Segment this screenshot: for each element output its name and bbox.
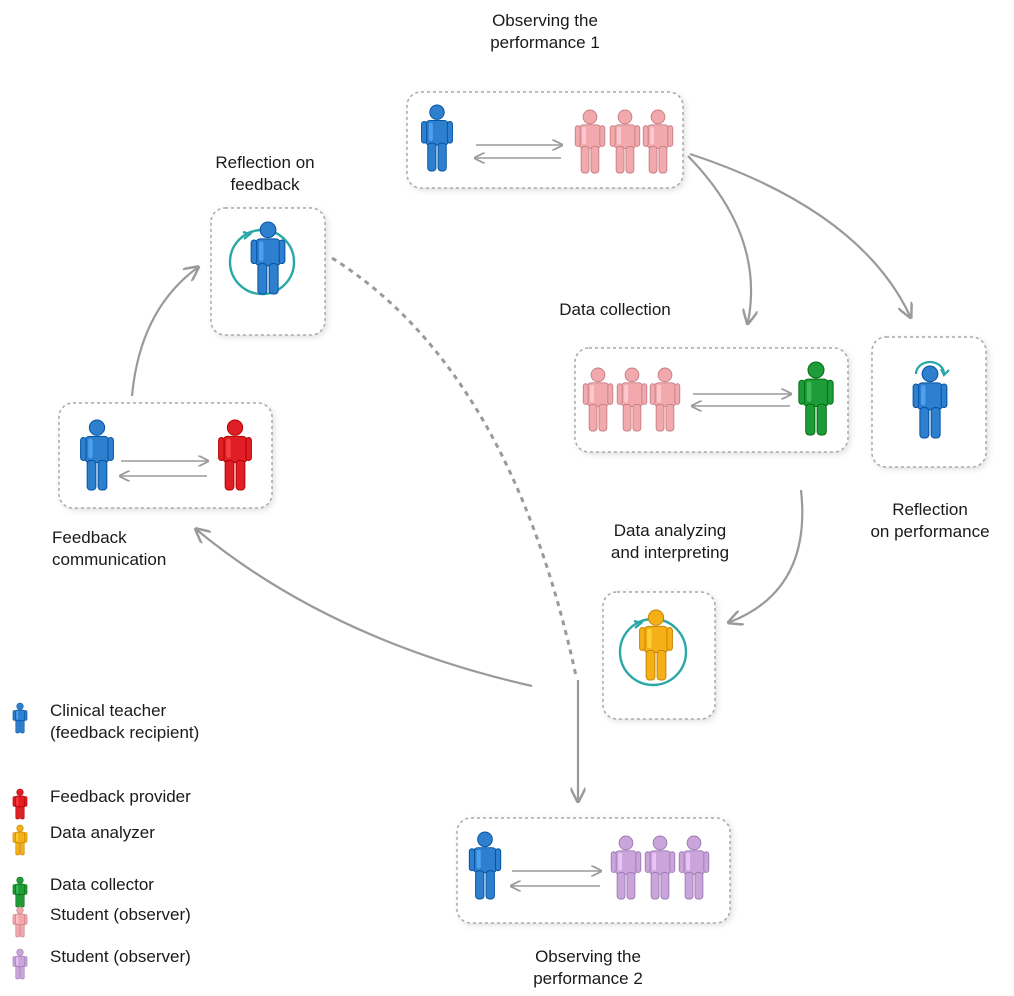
reflection-cycle-arrowhead-analyzing [633, 619, 644, 629]
stage-label-reflection-feedback: Reflection on feedback [215, 153, 315, 194]
reflection-cycle-ring-performance [914, 360, 946, 375]
clinical-teacher-icon [912, 365, 948, 439]
exchange-arrows-feedback-communication [121, 461, 207, 476]
box-observing-1 [406, 91, 684, 189]
person-icon [12, 906, 28, 938]
legend-label: Feedback provider [50, 787, 191, 806]
legend-person-icon [12, 876, 28, 908]
legend-person-icon [12, 906, 28, 938]
legend-item-clinical-teacher: Clinical teacher (feedback recipient) [10, 700, 270, 742]
student-observer-icon [642, 109, 674, 174]
legend-label: Student (observer) [50, 947, 191, 966]
stage-label-observing-1: Observing the performance 1 [490, 11, 600, 52]
reflection-cycle-arrowhead-feedback [242, 230, 253, 240]
student-observer-icon [649, 367, 681, 432]
legend-item-student-observer-2: Student (observer) [10, 946, 270, 980]
student-observer-icon [609, 109, 641, 174]
stage-label-data-collection: Data collection [559, 300, 671, 319]
clinical-teacher-icon [80, 419, 114, 491]
exchange-arrows-data-collection [693, 394, 790, 406]
feedback-provider-icon [218, 419, 252, 491]
flow-arrow-to-feedback-communication [197, 530, 533, 688]
clinical-teacher-icon [250, 221, 286, 295]
legend-person-icon [12, 948, 28, 980]
data-collector-icon [798, 361, 834, 436]
legend-label: Clinical teacher (feedback recipient) [50, 701, 200, 742]
stage-label-observing-2: Observing the performance 2 [533, 947, 643, 988]
legend-label: Data collector [50, 875, 154, 894]
legend-item-data-collector: Data collector [10, 874, 270, 908]
clinical-teacher-icon [421, 104, 453, 172]
box-data-collection [574, 347, 849, 453]
student-observer-icon [678, 835, 710, 900]
flow-arrow-observing1-to-data-collection [687, 155, 751, 322]
student-observer-icon [644, 835, 676, 900]
stage-label-feedback-communication: Feedback communication [52, 528, 167, 569]
reflection-cycle-arrowhead-performance [940, 368, 950, 377]
stage-label-data-analyzing: Data analyzing and interpreting [610, 521, 730, 562]
exchange-arrows-observing-1 [476, 145, 561, 158]
legend-person-icon [12, 824, 28, 856]
box-feedback-communication [58, 402, 273, 509]
exchange-arrows-observing-2 [512, 871, 600, 886]
student-observer-icon [582, 367, 614, 432]
person-icon [12, 876, 28, 908]
figures-layer [80, 104, 948, 900]
clinical-teacher-icon [468, 831, 502, 900]
legend-label: Data analyzer [50, 823, 155, 842]
legend-item-data-analyzer: Data analyzer [10, 822, 270, 856]
legend-person-icon [12, 788, 28, 820]
student-observer-icon [616, 367, 648, 432]
flow-arrow-data-collection-to-data-analyzing [730, 489, 804, 622]
legend-item-feedback-provider: Feedback provider [10, 786, 270, 820]
legend-person-icon [12, 702, 28, 734]
person-icon [12, 948, 28, 980]
person-icon [12, 788, 28, 820]
dashed-link-reflection-to-observing-2 [331, 256, 578, 677]
stage-label-reflection-performance: Reflection on performance [870, 500, 990, 541]
student-observer-icon [574, 109, 606, 174]
person-icon [12, 824, 28, 856]
flow-arrow-observing1-to-reflection-performance [689, 152, 910, 316]
legend-item-student-observer-1: Student (observer) [10, 904, 270, 938]
student-observer-icon [610, 835, 642, 900]
person-icon [12, 702, 28, 734]
flow-arrow-feedback-to-reflection [130, 268, 197, 397]
data-analyzer-icon [639, 609, 673, 681]
legend-label: Student (observer) [50, 905, 191, 924]
